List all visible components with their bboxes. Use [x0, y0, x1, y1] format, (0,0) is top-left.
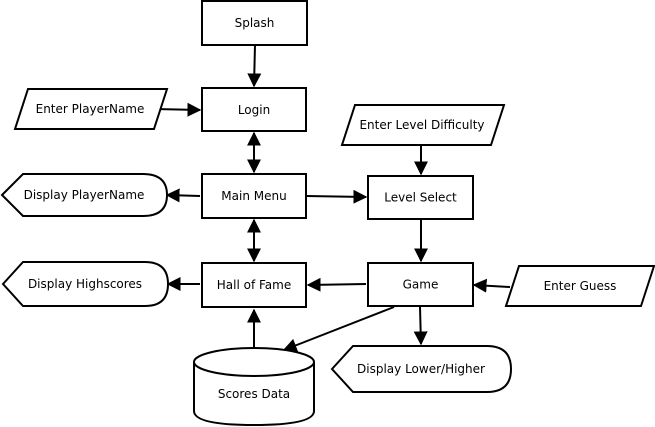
node-level-select: Level Select: [367, 175, 474, 220]
node-enter-player-name: Enter PlayerName: [13, 88, 169, 130]
edge-game-scoresdata: [282, 306, 395, 352]
edge-mainmenu-levelselect: [305, 189, 368, 204]
node-game-label: Game: [403, 278, 439, 292]
node-display-player-name: Display PlayerName: [0, 173, 169, 217]
node-main-menu: Main Menu: [201, 173, 307, 219]
node-enter-guess-label: Enter Guess: [544, 279, 617, 293]
node-display-lower-higher: Display Lower/Higher: [330, 345, 513, 393]
node-hall-of-fame: Hall of Fame: [201, 262, 307, 308]
node-splash: Splash: [201, 0, 308, 46]
edge-splash-login: [247, 44, 262, 88]
node-display-player-name-label: Display PlayerName: [24, 188, 145, 202]
node-scores-data-label: Scores Data: [218, 387, 290, 401]
edges: [154, 44, 511, 352]
node-enter-level-difficulty-label: Enter Level Difficulty: [359, 118, 484, 132]
node-game: Game: [367, 262, 474, 307]
node-display-highscores-label: Display Highscores: [28, 277, 142, 291]
node-scores-data: Scores Data: [193, 347, 315, 427]
node-login-label: Login: [238, 103, 270, 117]
node-enter-level-difficulty: Enter Level Difficulty: [340, 104, 506, 146]
edge-enterplayername-login: [154, 102, 202, 117]
node-enter-player-name-label: Enter PlayerName: [36, 102, 145, 116]
edge-game-displaylowerhigher: [413, 306, 428, 346]
node-hall-of-fame-label: Hall of Fame: [217, 278, 291, 292]
node-splash-label: Splash: [235, 16, 275, 30]
node-main-menu-label: Main Menu: [221, 189, 286, 203]
node-enter-guess: Enter Guess: [504, 265, 655, 307]
node-display-lower-higher-label: Display Lower/Higher: [357, 362, 485, 376]
edge-mainmenu-displayplayername: [165, 188, 201, 203]
edge-enterguess-game: [472, 278, 511, 293]
edge-game-halloffame: [306, 277, 367, 292]
node-display-highscores: Display Highscores: [1, 261, 170, 307]
node-login: Login: [201, 87, 307, 132]
node-level-select-label: Level Select: [384, 191, 457, 205]
